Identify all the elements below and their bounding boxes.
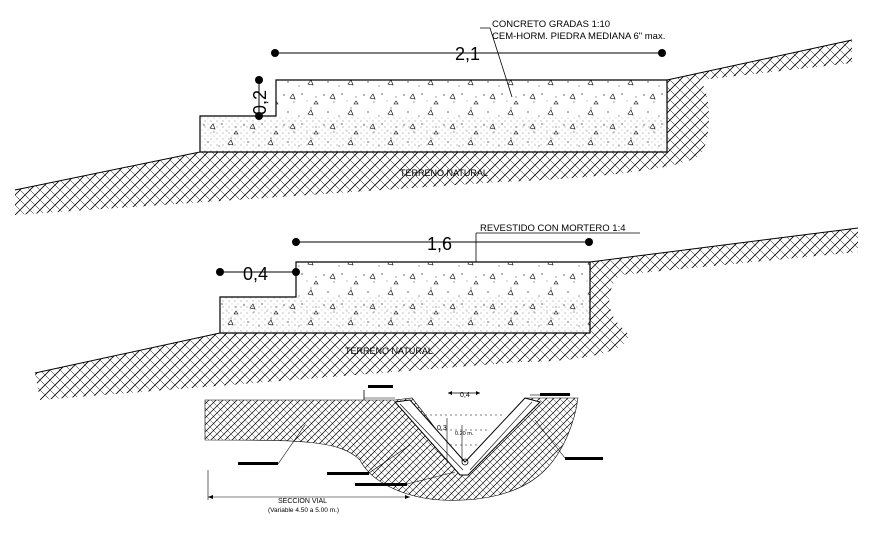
section-2-steps: 1,6 0,4 REVESTIDO CON MORTERO 1:4 TERREN… bbox=[34, 223, 859, 400]
note-1-line-2: CEM-HORM. PIEDRA MEDIANA 6" max. bbox=[492, 31, 665, 42]
note-leader-1 bbox=[480, 27, 513, 98]
ground-label-1: TERRENO NATURAL bbox=[400, 168, 488, 178]
channel-depth: 0,3 bbox=[437, 425, 447, 432]
channel-top-width: 0,4 bbox=[460, 392, 470, 399]
ground-label-2: TERRENO NATURAL bbox=[345, 346, 433, 356]
section-3-title: SECCION VIAL bbox=[278, 498, 327, 505]
channel-lining bbox=[394, 397, 541, 476]
channel-water-depth: 0.20 m. bbox=[455, 431, 474, 437]
ground-hatch-1 bbox=[15, 40, 852, 215]
section-3-channel: 0,4 0,3 0.20 m. SECCION VIAL (Variable 4… bbox=[204, 385, 603, 514]
ground-hatch-2 bbox=[35, 228, 858, 400]
section-1-steps: 2,1 0,2 CONCRETO GRADAS 1:10 CEM-HORM. P… bbox=[14, 19, 853, 215]
section-3-subtitle: (Variable 4.50 a 5.00 m.) bbox=[268, 507, 339, 514]
dim-height-1: 0,2 bbox=[250, 90, 270, 115]
note-1-line-1: CONCRETO GRADAS 1:10 bbox=[492, 19, 610, 30]
dim-width-2: 1,6 bbox=[427, 234, 452, 254]
note-2-line-1: REVESTIDO CON MORTERO 1:4 bbox=[480, 223, 626, 234]
dim-tick-left bbox=[271, 49, 279, 57]
dim-tick-right bbox=[658, 49, 666, 57]
dim-height-2: 0,4 bbox=[243, 264, 268, 284]
dim-width-1: 2,1 bbox=[455, 44, 480, 64]
ground-line-1 bbox=[14, 151, 201, 191]
